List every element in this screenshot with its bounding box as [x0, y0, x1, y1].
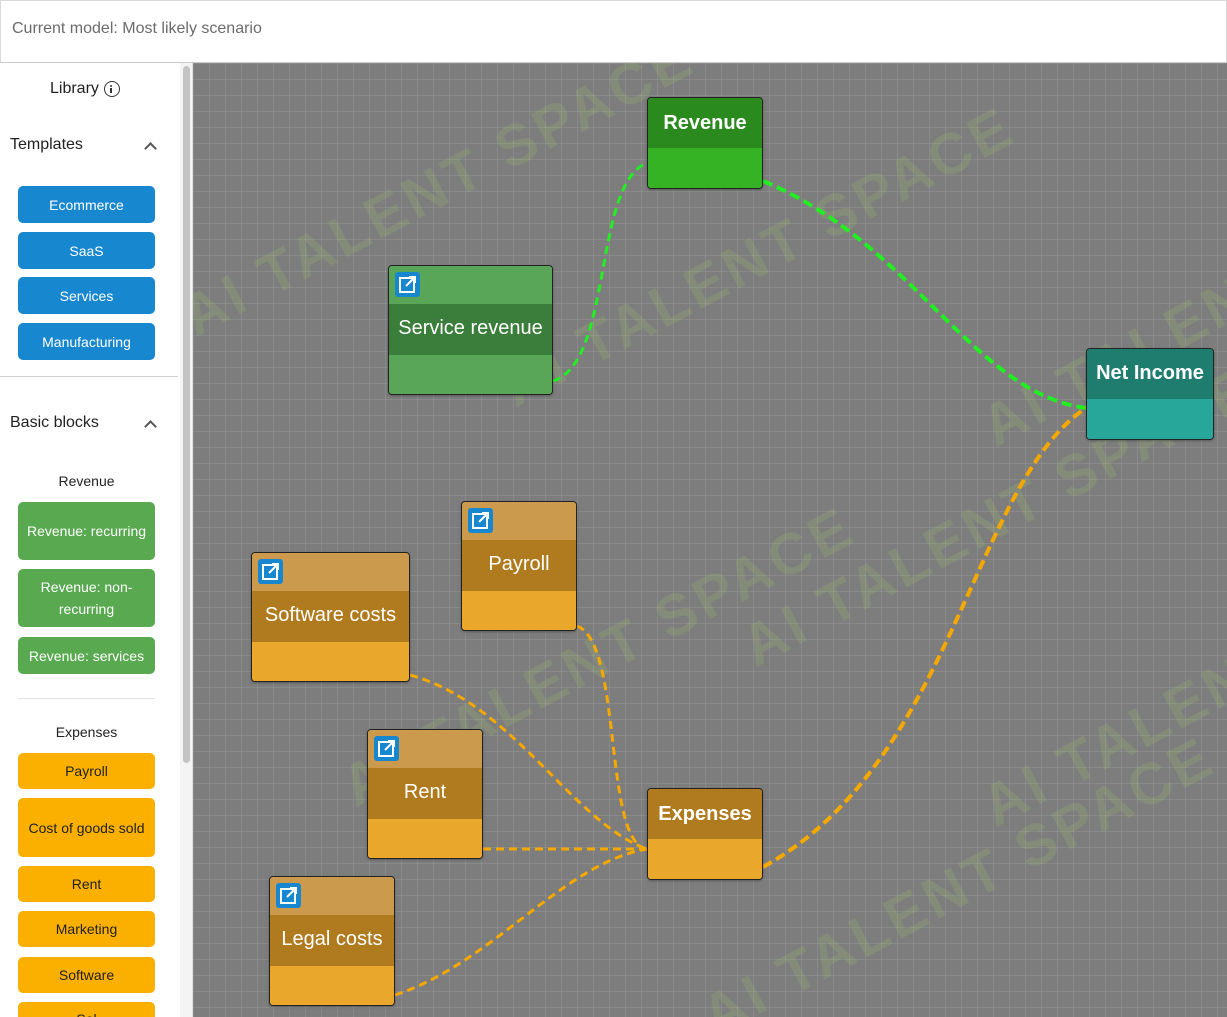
block-software-button[interactable]: Software: [18, 957, 155, 993]
wire-service-revenue-to-revenue: [552, 161, 648, 383]
wire-payroll-to-expenses: [576, 624, 648, 851]
block-salaries-button[interactable]: Sal: [18, 1002, 155, 1017]
node-service-revenue-title: Service revenue: [398, 317, 543, 339]
block-rent-button[interactable]: Rent: [18, 866, 155, 902]
node-software-costs-title: Software costs: [264, 604, 397, 626]
model-canvas[interactable]: AI TALENT SPACE AI TALENT SPACE AI TALEN…: [193, 63, 1227, 1017]
node-expenses[interactable]: Expenses: [647, 788, 763, 880]
node-revenue[interactable]: Revenue: [647, 97, 763, 189]
template-services-button[interactable]: Services: [18, 277, 155, 314]
node-expenses-title: Expenses: [658, 803, 752, 825]
block-marketing-button[interactable]: Marketing: [18, 911, 155, 947]
block-revenue-services-button[interactable]: Revenue: services: [18, 637, 155, 674]
connection-wires: [394, 161, 1088, 997]
block-payroll-button[interactable]: Payroll: [18, 753, 155, 789]
top-bar: Current model: Most likely scenario: [0, 0, 1227, 63]
info-icon[interactable]: [103, 81, 120, 97]
wire-revenue-to-net-income: [762, 179, 1087, 410]
open-external-icon[interactable]: [374, 736, 399, 761]
open-external-icon[interactable]: [276, 883, 301, 908]
section-divider: [0, 376, 178, 377]
sidebar-scrollbar-thumb[interactable]: [183, 66, 190, 763]
node-payroll-title: Payroll: [488, 553, 550, 575]
open-external-icon[interactable]: [395, 272, 420, 297]
node-payroll[interactable]: Payroll: [461, 501, 577, 631]
basic-blocks-heading[interactable]: Basic blocks: [10, 414, 99, 431]
library-title-text: Library: [50, 80, 99, 97]
node-net-income[interactable]: Net Income: [1086, 348, 1214, 440]
template-ecommerce-button[interactable]: Ecommerce: [18, 186, 155, 223]
open-external-icon[interactable]: [258, 559, 283, 584]
node-software-costs[interactable]: Software costs: [251, 552, 410, 682]
node-net-income-title: Net Income: [1096, 362, 1204, 384]
current-model-label: Current model: Most likely scenario: [12, 20, 262, 37]
block-revenue-recurring-button[interactable]: Revenue: recurring: [18, 502, 155, 560]
library-title: Library: [50, 80, 120, 98]
wire-software-costs-to-expenses: [409, 673, 648, 851]
group-divider: [18, 698, 155, 699]
template-manufacturing-button[interactable]: Manufacturing: [18, 323, 155, 360]
block-revenue-non-recurring-button[interactable]: Revenue: non-recurring: [18, 569, 155, 627]
library-sidebar: Library Templates Ecommerce SaaS Service…: [0, 63, 193, 1017]
chevron-up-icon[interactable]: [144, 140, 156, 152]
node-rent[interactable]: Rent: [367, 729, 483, 859]
expenses-group-label: Expenses: [55, 724, 118, 740]
wire-expenses-to-net-income: [762, 406, 1088, 869]
revenue-group-label: Revenue: [58, 473, 115, 489]
node-legal-costs-title: Legal costs: [281, 928, 383, 950]
open-external-icon[interactable]: [468, 508, 493, 533]
node-rent-title: Rent: [403, 781, 447, 803]
block-cost-of-goods-sold-button[interactable]: Cost of goods sold: [18, 798, 155, 857]
node-service-revenue[interactable]: Service revenue: [388, 265, 553, 395]
template-saas-button[interactable]: SaaS: [18, 232, 155, 269]
chevron-up-icon[interactable]: [144, 418, 156, 430]
node-revenue-title: Revenue: [663, 112, 747, 134]
templates-heading[interactable]: Templates: [10, 136, 83, 153]
node-legal-costs[interactable]: Legal costs: [269, 876, 395, 1006]
wire-legal-costs-to-expenses: [394, 847, 648, 997]
